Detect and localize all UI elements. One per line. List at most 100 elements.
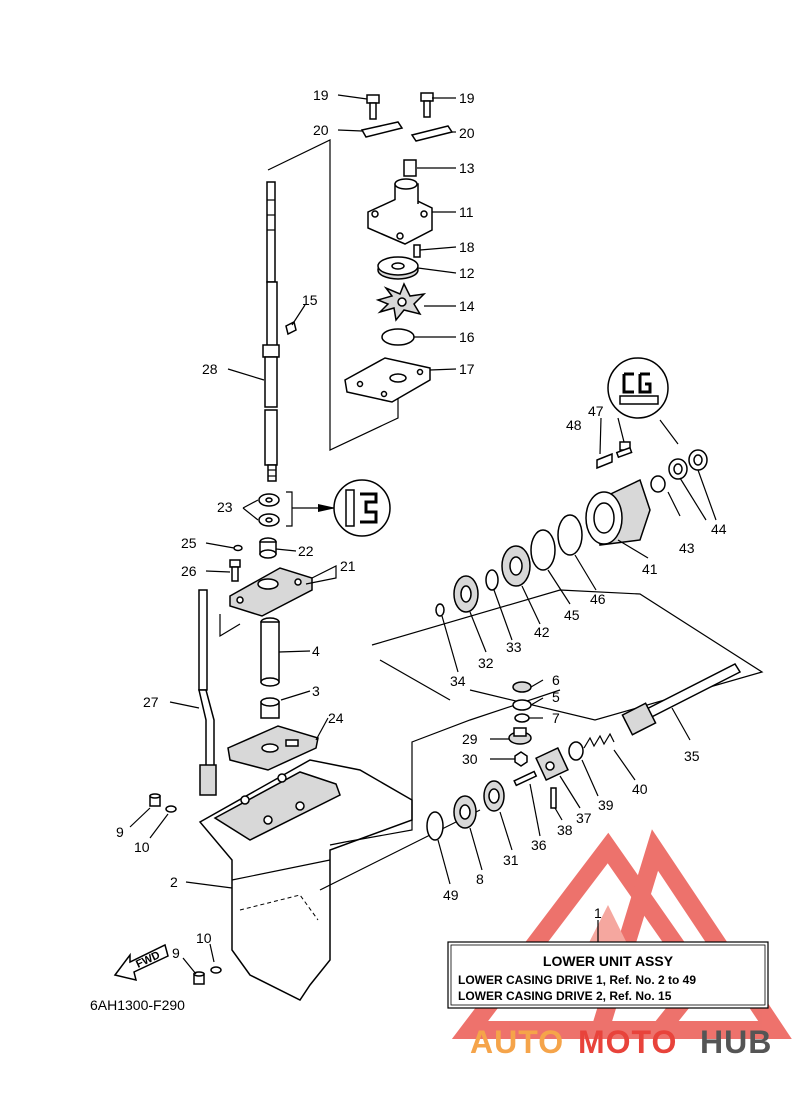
callout-42: 42 [534,624,550,640]
impeller-14 [375,282,427,322]
callout-16: 16 [459,329,475,345]
bearing-23 [258,493,280,527]
callout-15: 15 [302,292,318,308]
pin-38 [550,787,557,809]
callout-19-left: 19 [313,87,329,103]
water-pump-group [344,92,454,403]
assembly-title-box [447,941,769,1009]
oil-seal-housing-21 [229,567,313,617]
callout-20-right: 20 [459,125,475,141]
sleeve-4 [260,617,280,687]
washer-10-bottom [210,966,222,974]
shift-rod-27 [198,589,217,796]
bolt-9-bottom [193,971,205,985]
callout-21: 21 [340,558,356,574]
callout-48: 48 [566,417,582,433]
fwd-label: FWD [134,949,162,970]
callout-29: 29 [462,731,478,747]
bolt-19-right [420,92,434,118]
drive-shaft-28 [262,181,280,482]
plunger-36 [513,770,538,787]
callout-30: 30 [462,751,478,767]
grease-symbol-icon [333,479,391,537]
forward-gear-31 [483,780,505,812]
fwd-arrow-icon [113,943,169,982]
callout-8: 8 [476,871,484,887]
washer-10-top [165,805,177,813]
callout-47: 47 [588,403,604,419]
assembly-title: LOWER UNIT ASSY [543,953,674,969]
clip-39 [568,741,584,761]
pump-housing-11 [367,178,433,245]
callout-1: 1 [594,905,602,921]
lower-casing-2 [198,759,413,1001]
housing-bracket [219,614,241,638]
insert-cartridge-13 [403,159,417,177]
circlip-34 [435,603,445,617]
gasket-24 [227,725,319,771]
callout-37: 37 [576,810,592,826]
watermark-hub: HUB [700,1024,772,1060]
shim-7 [514,713,530,723]
callout-26: 26 [181,563,197,579]
callout-10-bottom: 10 [196,930,212,946]
callout-22: 22 [298,543,314,559]
callout-35: 35 [684,748,700,764]
callout-32: 32 [478,655,494,671]
washer-48 [596,452,613,470]
callout-9-top: 9 [116,824,124,840]
callout-11: 11 [459,204,474,220]
callout-25: 25 [181,535,197,551]
callout-13: 13 [459,160,475,176]
callout-6: 6 [552,672,560,688]
bolt-19-left [366,94,380,120]
bolt-26 [229,559,241,582]
bearing-8 [453,795,477,829]
callout-18: 18 [459,239,475,255]
callout-39: 39 [598,797,614,813]
propeller-shaft-35 [621,663,742,736]
callout-24: 24 [328,710,344,726]
callout-5: 5 [552,689,560,705]
shim-49 [426,811,444,841]
woodruff-key-15 [285,320,297,336]
callout-46: 46 [590,591,606,607]
callout-36: 36 [531,837,547,853]
callout-9-bottom: 9 [172,945,180,961]
shim-6 [512,681,532,693]
washer-plate-20-right [410,125,454,142]
callout-49: 49 [443,887,459,903]
callout-20-left: 20 [313,122,329,138]
outer-plate-17 [344,357,431,403]
callout-34: 34 [450,673,466,689]
collar-3 [260,697,280,719]
callout-numbers: 19 19 20 20 13 11 18 12 14 16 17 15 28 2… [116,87,727,961]
callout-31: 31 [503,852,519,868]
callout-14: 14 [459,298,475,314]
o-ring-16 [381,328,415,346]
o-ring-46 [557,514,583,556]
callout-2: 2 [170,874,178,890]
callout-41: 41 [642,561,658,577]
spring-40 [583,732,615,749]
callout-23: 23 [217,499,233,515]
prop-shaft-housing-41 [585,478,651,546]
pin-18 [413,244,421,258]
pinion-29 [508,727,532,745]
callout-17: 17 [459,361,475,377]
callout-43: 43 [679,540,695,556]
watermark-auto: AUTO [470,1024,564,1060]
callout-12: 12 [459,265,475,281]
callout-28: 28 [202,361,218,377]
callout-19-right: 19 [459,90,475,106]
callout-33: 33 [506,639,522,655]
nut-30 [514,751,528,767]
seal-grease-icon [607,357,669,419]
washer-plate-20-left [360,121,404,138]
bolt-47 [615,441,633,459]
insert-liner-12 [377,256,419,280]
watermark-moto: MOTO [578,1024,677,1060]
oil-seal-43 [650,475,666,493]
bearing-42 [501,545,531,587]
